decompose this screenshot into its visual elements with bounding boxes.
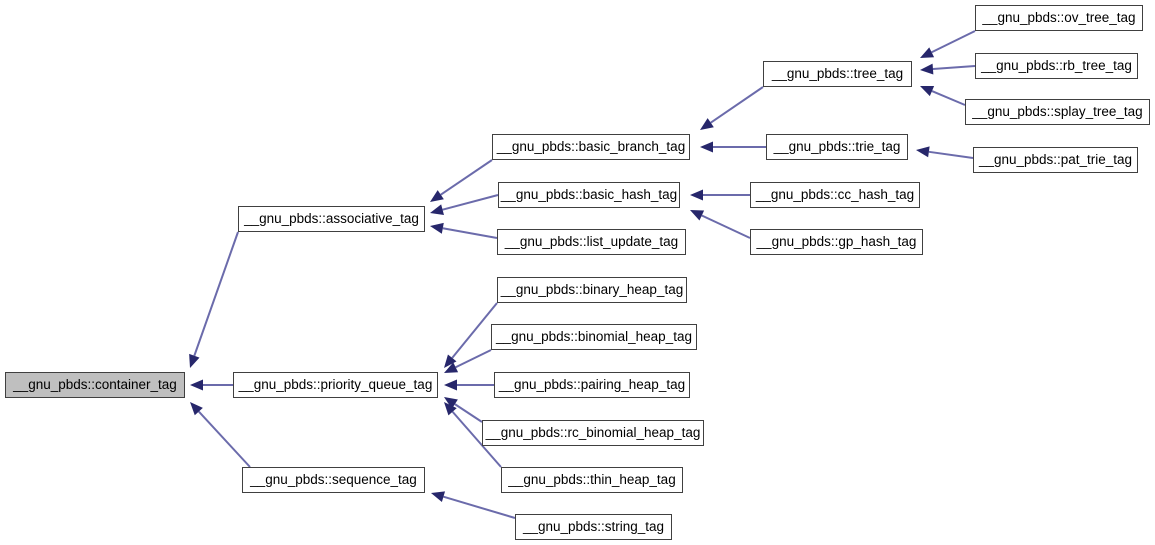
- edge-basic_branch_tag-to-associative_tag: [430, 159, 493, 202]
- arrow-head-icon: [700, 118, 714, 130]
- node-binary_heap_tag[interactable]: __gnu_pbds::binary_heap_tag: [497, 277, 687, 303]
- edge-ov_tree_tag-to-tree_tag: [920, 30, 976, 58]
- arrow-head-icon: [190, 402, 203, 416]
- edge-pairing_heap_tag-to-priority_queue_tag: [444, 379, 494, 391]
- node-pat_trie_tag[interactable]: __gnu_pbds::pat_trie_tag: [973, 147, 1138, 173]
- arrow-head-icon: [190, 379, 203, 391]
- arrow-head-icon: [920, 85, 935, 97]
- node-label-priority_queue_tag: __gnu_pbds::priority_queue_tag: [238, 377, 433, 393]
- arrow-head-icon: [444, 354, 457, 368]
- edge-tree_tag-to-basic_branch_tag: [700, 86, 764, 130]
- arrow-head-icon: [430, 222, 444, 234]
- edge-string_tag-to-sequence_tag: [431, 491, 516, 519]
- node-string_tag[interactable]: __gnu_pbds::string_tag: [515, 514, 672, 540]
- node-trie_tag[interactable]: __gnu_pbds::trie_tag: [766, 134, 908, 160]
- node-tree_tag[interactable]: __gnu_pbds::tree_tag: [763, 61, 912, 87]
- edge-list_update_tag-to-associative_tag: [430, 222, 498, 239]
- node-label-binomial_heap_tag: __gnu_pbds::binomial_heap_tag: [496, 329, 692, 345]
- node-label-sequence_tag: __gnu_pbds::sequence_tag: [250, 472, 417, 488]
- edge-priority_queue_tag-to-container_tag: [190, 379, 233, 391]
- edge-basic_hash_tag-to-associative_tag: [430, 194, 499, 215]
- node-label-list_update_tag: __gnu_pbds::list_update_tag: [504, 234, 679, 250]
- node-label-basic_hash_tag: __gnu_pbds::basic_hash_tag: [500, 187, 678, 203]
- node-label-thin_heap_tag: __gnu_pbds::thin_heap_tag: [508, 472, 676, 488]
- node-associative_tag[interactable]: __gnu_pbds::associative_tag: [238, 206, 425, 232]
- arrow-head-icon: [430, 204, 444, 215]
- edge-pat_trie_tag-to-trie_tag: [916, 146, 974, 159]
- node-rc_binomial_heap_tag[interactable]: __gnu_pbds::rc_binomial_heap_tag: [482, 420, 704, 446]
- node-label-ov_tree_tag: __gnu_pbds::ov_tree_tag: [982, 10, 1136, 26]
- edge-sequence_tag-to-container_tag: [190, 402, 251, 468]
- node-cc_hash_tag[interactable]: __gnu_pbds::cc_hash_tag: [750, 182, 920, 208]
- edge-cc_hash_tag-to-basic_hash_tag: [690, 189, 750, 201]
- node-priority_queue_tag[interactable]: __gnu_pbds::priority_queue_tag: [233, 372, 438, 398]
- node-label-gp_hash_tag: __gnu_pbds::gp_hash_tag: [756, 234, 917, 250]
- arrow-head-icon: [916, 146, 930, 158]
- node-splay_tree_tag[interactable]: __gnu_pbds::splay_tree_tag: [965, 99, 1150, 125]
- arrow-head-icon: [920, 47, 935, 58]
- node-label-pairing_heap_tag: __gnu_pbds::pairing_heap_tag: [498, 377, 686, 393]
- node-thin_heap_tag[interactable]: __gnu_pbds::thin_heap_tag: [501, 467, 683, 493]
- arrow-head-icon: [189, 353, 200, 368]
- arrow-head-icon: [690, 189, 703, 201]
- arrow-head-icon: [444, 379, 457, 391]
- node-label-associative_tag: __gnu_pbds::associative_tag: [244, 211, 419, 227]
- edge-gp_hash_tag-to-basic_hash_tag: [690, 210, 751, 239]
- node-pairing_heap_tag[interactable]: __gnu_pbds::pairing_heap_tag: [494, 372, 690, 398]
- arrow-head-icon: [430, 190, 444, 202]
- edge-rc_binomial_heap_tag-to-priority_queue_tag: [444, 397, 483, 423]
- edge-binary_heap_tag-to-priority_queue_tag: [444, 302, 498, 368]
- node-label-cc_hash_tag: __gnu_pbds::cc_hash_tag: [755, 187, 915, 203]
- arrow-head-icon: [431, 491, 446, 502]
- node-ov_tree_tag[interactable]: __gnu_pbds::ov_tree_tag: [975, 5, 1143, 31]
- node-list_update_tag[interactable]: __gnu_pbds::list_update_tag: [497, 229, 686, 255]
- edge-rb_tree_tag-to-tree_tag: [920, 63, 976, 75]
- node-label-binary_heap_tag: __gnu_pbds::binary_heap_tag: [500, 282, 684, 298]
- node-basic_hash_tag[interactable]: __gnu_pbds::basic_hash_tag: [498, 182, 680, 208]
- node-basic_branch_tag[interactable]: __gnu_pbds::basic_branch_tag: [492, 134, 690, 160]
- node-label-container_tag: __gnu_pbds::container_tag: [13, 377, 177, 393]
- arrow-head-icon: [444, 397, 458, 409]
- node-container_tag[interactable]: __gnu_pbds::container_tag: [5, 372, 185, 398]
- node-label-splay_tree_tag: __gnu_pbds::splay_tree_tag: [972, 104, 1143, 120]
- node-label-trie_tag: __gnu_pbds::trie_tag: [773, 139, 901, 155]
- node-label-rc_binomial_heap_tag: __gnu_pbds::rc_binomial_heap_tag: [485, 425, 701, 441]
- node-rb_tree_tag[interactable]: __gnu_pbds::rb_tree_tag: [975, 53, 1138, 79]
- edge-splay_tree_tag-to-tree_tag: [920, 85, 966, 106]
- node-label-string_tag: __gnu_pbds::string_tag: [522, 519, 665, 535]
- edge-binomial_heap_tag-to-priority_queue_tag: [444, 349, 492, 373]
- node-sequence_tag[interactable]: __gnu_pbds::sequence_tag: [242, 467, 425, 493]
- edge-trie_tag-to-basic_branch_tag: [700, 141, 766, 153]
- arrow-head-icon: [700, 141, 713, 153]
- arrow-head-icon: [690, 210, 705, 221]
- node-binomial_heap_tag[interactable]: __gnu_pbds::binomial_heap_tag: [491, 324, 697, 350]
- node-gp_hash_tag[interactable]: __gnu_pbds::gp_hash_tag: [750, 229, 923, 255]
- node-label-tree_tag: __gnu_pbds::tree_tag: [771, 66, 904, 82]
- node-label-rb_tree_tag: __gnu_pbds::rb_tree_tag: [981, 58, 1132, 74]
- arrow-head-icon: [444, 362, 459, 373]
- arrow-head-icon: [444, 402, 457, 416]
- node-label-pat_trie_tag: __gnu_pbds::pat_trie_tag: [978, 152, 1133, 168]
- node-label-basic_branch_tag: __gnu_pbds::basic_branch_tag: [496, 139, 686, 155]
- edge-associative_tag-to-container_tag: [189, 231, 239, 368]
- arrow-head-icon: [920, 63, 934, 75]
